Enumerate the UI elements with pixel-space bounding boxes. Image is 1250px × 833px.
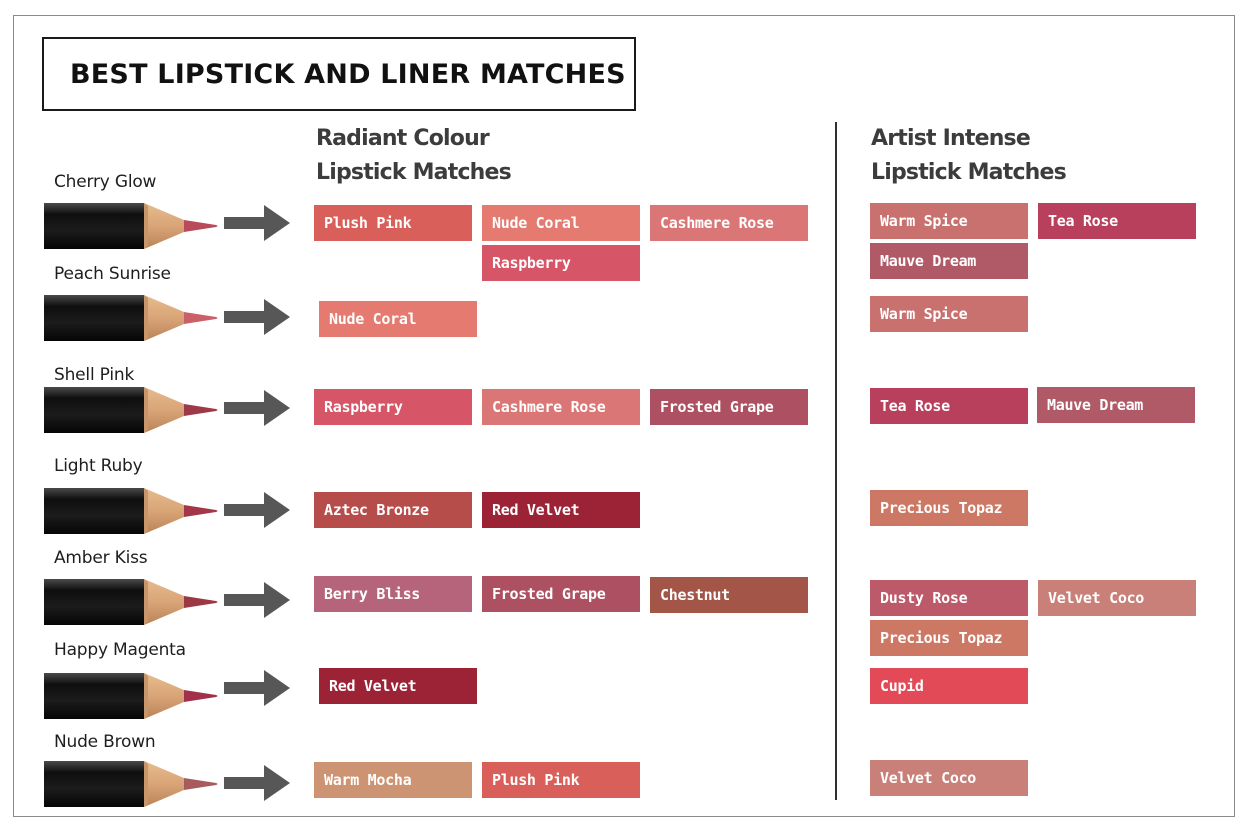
- arrow-right-icon: [224, 388, 294, 428]
- artist-swatch-mauve-dream: Mauve Dream: [870, 243, 1028, 279]
- lip-liner-pencil-icon: [44, 576, 224, 628]
- artist-swatch-warm-spice: Warm Spice: [870, 203, 1028, 239]
- arrow-right-icon: [224, 763, 294, 803]
- artist-column-header: Artist Intense Lipstick Matches: [871, 122, 1067, 190]
- liner-name-light-ruby: Light Ruby: [54, 456, 143, 476]
- liner-name-amber-kiss: Amber Kiss: [54, 548, 148, 568]
- arrow-right-icon: [224, 580, 294, 620]
- radiant-header-line-1: Radiant Colour: [316, 126, 490, 151]
- radiant-swatch-red-velvet: Red Velvet: [319, 668, 477, 704]
- radiant-swatch-cashmere-rose: Cashmere Rose: [482, 389, 640, 425]
- arrow-right-icon: [224, 297, 294, 337]
- arrow-right-icon: [224, 203, 294, 243]
- radiant-swatch-berry-bliss: Berry Bliss: [314, 576, 472, 612]
- liner-name-cherry-glow: Cherry Glow: [54, 172, 157, 192]
- radiant-column-header: Radiant Colour Lipstick Matches: [316, 122, 512, 190]
- lip-liner-pencil-icon: [44, 670, 224, 722]
- liner-name-shell-pink: Shell Pink: [54, 365, 135, 385]
- radiant-swatch-aztec-bronze: Aztec Bronze: [314, 492, 472, 528]
- radiant-swatch-raspberry: Raspberry: [482, 245, 640, 281]
- radiant-swatch-raspberry: Raspberry: [314, 389, 472, 425]
- artist-swatch-warm-spice: Warm Spice: [870, 296, 1028, 332]
- artist-swatch-velvet-coco: Velvet Coco: [1038, 580, 1196, 616]
- page-title: BEST LIPSTICK AND LINER MATCHES: [70, 58, 626, 90]
- radiant-swatch-frosted-grape: Frosted Grape: [482, 576, 640, 612]
- arrow-right-icon: [224, 668, 294, 708]
- lip-liner-pencil-icon: [44, 292, 224, 344]
- radiant-swatch-nude-coral: Nude Coral: [482, 205, 640, 241]
- liner-name-nude-brown: Nude Brown: [54, 732, 156, 752]
- radiant-swatch-cashmere-rose: Cashmere Rose: [650, 205, 808, 241]
- radiant-header-line-2: Lipstick Matches: [316, 160, 512, 185]
- artist-swatch-tea-rose: Tea Rose: [870, 388, 1028, 424]
- title-box: BEST LIPSTICK AND LINER MATCHES: [42, 37, 636, 111]
- artist-swatch-dusty-rose: Dusty Rose: [870, 580, 1028, 616]
- arrow-right-icon: [224, 490, 294, 530]
- artist-header-line-2: Lipstick Matches: [871, 160, 1067, 185]
- liner-name-peach-sunrise: Peach Sunrise: [54, 264, 171, 284]
- radiant-swatch-frosted-grape: Frosted Grape: [650, 389, 808, 425]
- radiant-swatch-red-velvet: Red Velvet: [482, 492, 640, 528]
- radiant-swatch-plush-pink: Plush Pink: [314, 205, 472, 241]
- lip-liner-pencil-icon: [44, 200, 224, 252]
- chart-frame: [13, 15, 1235, 817]
- artist-swatch-mauve-dream: Mauve Dream: [1037, 387, 1195, 423]
- artist-swatch-cupid: Cupid: [870, 668, 1028, 704]
- lip-liner-pencil-icon: [44, 384, 224, 436]
- artist-swatch-tea-rose: Tea Rose: [1038, 203, 1196, 239]
- radiant-swatch-chestnut: Chestnut: [650, 577, 808, 613]
- artist-header-line-1: Artist Intense: [871, 126, 1031, 151]
- column-divider: [835, 122, 837, 800]
- lip-liner-pencil-icon: [44, 485, 224, 537]
- radiant-swatch-warm-mocha: Warm Mocha: [314, 762, 472, 798]
- liner-name-happy-magenta: Happy Magenta: [54, 640, 186, 660]
- radiant-swatch-plush-pink: Plush Pink: [482, 762, 640, 798]
- artist-swatch-precious-topaz: Precious Topaz: [870, 490, 1028, 526]
- artist-swatch-precious-topaz: Precious Topaz: [870, 620, 1028, 656]
- radiant-swatch-nude-coral: Nude Coral: [319, 301, 477, 337]
- artist-swatch-velvet-coco: Velvet Coco: [870, 760, 1028, 796]
- lip-liner-pencil-icon: [44, 758, 224, 810]
